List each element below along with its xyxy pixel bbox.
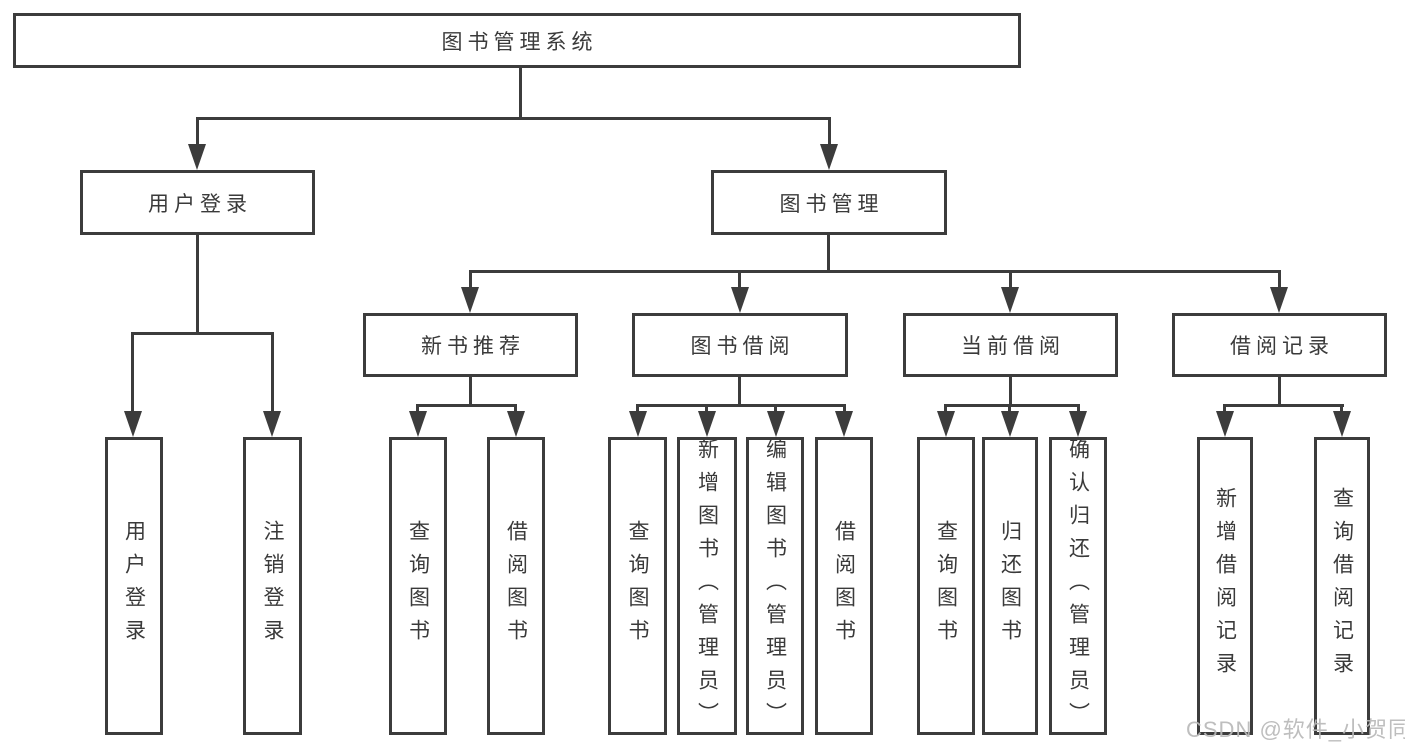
leaf-recommend-query-books: 查询图书 bbox=[389, 437, 447, 735]
connector-line-v bbox=[1009, 377, 1012, 407]
leaf-recommend-query-books-label: 查询图书 bbox=[406, 520, 430, 652]
leaf-current-query-books-label: 查询图书 bbox=[934, 520, 958, 652]
leaf-borrowing-query-books: 查询图书 bbox=[608, 437, 667, 735]
leaf-borrowing-query-books-label: 查询图书 bbox=[626, 520, 649, 652]
arrowhead-down bbox=[461, 287, 479, 313]
leaf-recommend-borrow-books: 借阅图书 bbox=[487, 437, 545, 735]
leaf-logout-login: 注销登录 bbox=[243, 437, 302, 735]
leaf-borrowing-add-books-admin-label: 新增图书（管理员） bbox=[695, 437, 719, 735]
leaf-user-login: 用户登录 bbox=[105, 437, 163, 735]
connector-line-v bbox=[827, 235, 830, 273]
node-user-login: 用户登录 bbox=[80, 170, 315, 235]
arrowhead-down bbox=[507, 411, 525, 437]
connector-line-v bbox=[1008, 404, 1011, 413]
arrowhead-down bbox=[698, 411, 716, 437]
connector-line-v bbox=[944, 404, 947, 413]
arrowhead-down bbox=[1069, 411, 1087, 437]
arrowhead-down bbox=[937, 411, 955, 437]
arrowhead-down bbox=[731, 287, 749, 313]
node-new-book-recommendation-label: 新书推荐 bbox=[421, 335, 525, 358]
arrowhead-down bbox=[1333, 411, 1351, 437]
connector-line-v bbox=[636, 404, 639, 413]
connector-line-v bbox=[271, 332, 274, 413]
connector-line-v bbox=[1077, 404, 1080, 413]
leaf-current-confirm-return-admin-label: 确认归还（管理员） bbox=[1066, 437, 1090, 735]
leaf-records-add-borrow-record: 新增借阅记录 bbox=[1197, 437, 1253, 735]
node-root: 图书管理系统 bbox=[13, 13, 1021, 68]
connector-line-h bbox=[131, 332, 274, 335]
leaf-borrowing-edit-books-admin: 编辑图书（管理员） bbox=[746, 437, 804, 735]
connector-line-v bbox=[1223, 404, 1226, 413]
connector-line-v bbox=[738, 377, 741, 407]
node-root-label: 图书管理系统 bbox=[441, 30, 598, 54]
node-borrowing-records: 借阅记录 bbox=[1172, 313, 1387, 377]
connector-line-v bbox=[196, 117, 199, 147]
csdn-watermark: CSDN @软件_小贺同学 bbox=[1186, 717, 1405, 742]
leaf-records-query-borrow-record-label: 查询借阅记录 bbox=[1330, 487, 1354, 685]
connector-line-v bbox=[1278, 377, 1281, 407]
arrowhead-down bbox=[1216, 411, 1234, 437]
arrowhead-down bbox=[1270, 287, 1288, 313]
leaf-borrowing-borrow-books: 借阅图书 bbox=[815, 437, 873, 735]
connector-line-h bbox=[196, 117, 830, 120]
node-new-book-recommendation: 新书推荐 bbox=[363, 313, 578, 377]
connector-line-v bbox=[1009, 270, 1012, 289]
connector-line-h bbox=[416, 404, 517, 407]
arrowhead-down bbox=[820, 144, 838, 170]
connector-line-h bbox=[469, 270, 1281, 273]
node-book-borrowing-label: 图书借阅 bbox=[690, 335, 795, 358]
connector-line-v bbox=[519, 68, 522, 118]
node-user-login-label: 用户登录 bbox=[148, 192, 252, 216]
leaf-records-add-borrow-record-label: 新增借阅记录 bbox=[1213, 487, 1237, 685]
connector-line-v bbox=[705, 404, 708, 413]
node-book-management: 图书管理 bbox=[711, 170, 947, 235]
leaf-borrowing-edit-books-admin-label: 编辑图书（管理员） bbox=[763, 437, 787, 735]
connector-line-v bbox=[131, 332, 134, 413]
connector-line-v bbox=[774, 404, 777, 413]
node-current-borrowing: 当前借阅 bbox=[903, 313, 1118, 377]
connector-line-h bbox=[636, 404, 845, 407]
arrowhead-down bbox=[263, 411, 281, 437]
leaf-recommend-borrow-books-label: 借阅图书 bbox=[504, 520, 528, 652]
leaf-current-query-books: 查询图书 bbox=[917, 437, 975, 735]
connector-line-v bbox=[1278, 270, 1281, 289]
node-current-borrowing-label: 当前借阅 bbox=[961, 335, 1065, 358]
connector-line-v bbox=[196, 235, 199, 335]
leaf-records-query-borrow-record: 查询借阅记录 bbox=[1314, 437, 1370, 735]
connector-line-v bbox=[1340, 404, 1343, 413]
connector-line-v bbox=[828, 117, 831, 147]
connector-line-h bbox=[1223, 404, 1344, 407]
arrowhead-down bbox=[835, 411, 853, 437]
arrowhead-down bbox=[629, 411, 647, 437]
leaf-logout-login-label: 注销登录 bbox=[261, 520, 284, 652]
connector-line-v bbox=[843, 404, 846, 413]
connector-line-v bbox=[514, 404, 517, 413]
connector-line-v bbox=[416, 404, 419, 413]
leaf-borrowing-add-books-admin: 新增图书（管理员） bbox=[677, 437, 737, 735]
arrowhead-down bbox=[124, 411, 142, 437]
connector-line-v bbox=[469, 270, 472, 289]
arrowhead-down bbox=[188, 144, 206, 170]
node-book-borrowing: 图书借阅 bbox=[632, 313, 848, 377]
node-book-management-label: 图书管理 bbox=[779, 192, 884, 216]
arrowhead-down bbox=[767, 411, 785, 437]
arrowhead-down bbox=[1001, 287, 1019, 313]
arrowhead-down bbox=[1001, 411, 1019, 437]
leaf-current-confirm-return-admin: 确认归还（管理员） bbox=[1049, 437, 1107, 735]
leaf-borrowing-borrow-books-label: 借阅图书 bbox=[832, 520, 856, 652]
arrowhead-down bbox=[409, 411, 427, 437]
leaf-current-return-books: 归还图书 bbox=[982, 437, 1038, 735]
leaf-user-login-label: 用户登录 bbox=[122, 520, 146, 652]
leaf-current-return-books-label: 归还图书 bbox=[998, 520, 1022, 652]
node-borrowing-records-label: 借阅记录 bbox=[1230, 335, 1334, 358]
connector-line-v bbox=[738, 270, 741, 289]
connector-line-h bbox=[944, 404, 1079, 407]
connector-line-v bbox=[469, 377, 472, 407]
